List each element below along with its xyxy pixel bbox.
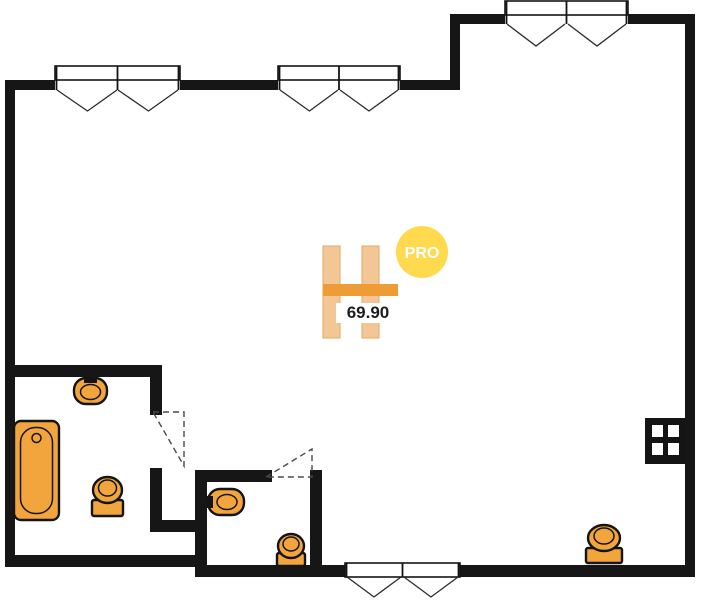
wall-bottom-left [5,555,207,567]
wall-bottom-mid [195,565,345,577]
wall-step [450,14,460,90]
wall-top-b [180,80,278,90]
pro-badge [396,226,448,278]
wall-bathroom-top [5,365,162,377]
wall-bathroom-right-lower [150,468,162,532]
wall-top-right-a [450,14,505,24]
wall-left [5,80,15,567]
wall-bottom-right [460,565,695,577]
window-top-left-icon [54,65,181,112]
wall-top-c [400,80,460,90]
wall-wc-top [195,470,272,482]
walls [5,14,695,577]
wall-wc-right [310,470,322,577]
wall-top-a [5,80,55,90]
pro-badge-label: PRO [405,245,440,262]
stove-icon [645,418,685,464]
wall-wc-left [195,470,207,577]
main-room-toilet-icon [584,523,624,565]
bathroom-sink-icon [72,376,109,406]
area-text-backing [336,303,400,323]
wall-connector [150,520,207,532]
window-top-right-icon [504,0,629,47]
window-bottom-icon [344,562,461,598]
wall-right [685,14,695,577]
bathroom-toilet-icon [90,475,125,518]
window-top-center-icon [277,65,401,112]
watermark: 69.90 PRO [322,226,448,339]
logo-crossbar [323,284,398,296]
wc-toilet-icon [275,532,307,568]
area-value: 69.90 [347,303,390,322]
wall-bathroom-right-upper [150,365,162,415]
wc-sink-icon [206,487,246,517]
bathroom-door-swing-icon [151,411,185,469]
wall-top-right-b [628,14,695,24]
bathtub-icon [12,419,61,522]
wc-door-swing-icon [263,447,313,478]
